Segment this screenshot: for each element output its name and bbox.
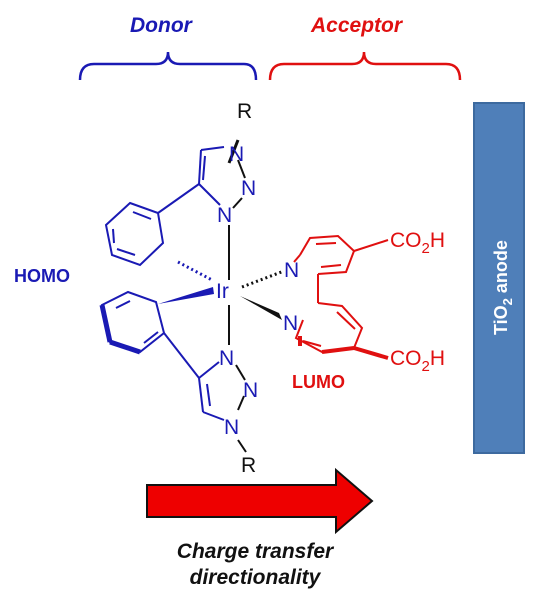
- acceptor-header: Acceptor: [310, 14, 404, 37]
- acceptor-bracket: [268, 51, 462, 81]
- donor-header: Donor: [130, 14, 194, 37]
- ir-n-hashed-bond: [241, 269, 285, 289]
- n-bpy-lower: N: [283, 312, 298, 335]
- anode-bar: [473, 102, 525, 454]
- carboxyl-lower: CO2H: [390, 347, 445, 375]
- n2-lower: N: [243, 379, 258, 402]
- lower-phenyl: [99, 287, 214, 379]
- lumo-label: LUMO: [292, 372, 345, 392]
- footer-line-2: directionality: [190, 566, 322, 589]
- upper-triazole: [198, 139, 246, 280]
- bipyridine: [293, 234, 389, 360]
- ir-n-wedge-bond: [240, 296, 282, 320]
- carboxyl-upper: CO2H: [390, 229, 445, 257]
- r-upper: R: [237, 100, 252, 123]
- n3-lower: N: [224, 416, 239, 439]
- lower-triazole: [198, 305, 247, 453]
- n1-lower: N: [219, 347, 234, 370]
- r-lower: R: [241, 454, 256, 477]
- anode-label: TiO2 anode: [491, 240, 515, 335]
- iridium-atom: Ir: [216, 280, 229, 303]
- n-bpy-upper: N: [284, 259, 299, 282]
- charge-transfer-arrow: [146, 467, 374, 535]
- upper-phenyl: [104, 183, 213, 282]
- donor-bracket: [78, 51, 258, 81]
- homo-label: HOMO: [14, 266, 70, 286]
- n3-upper: N: [217, 204, 232, 227]
- footer-line-1: Charge transfer: [177, 540, 335, 563]
- n2-upper: N: [241, 177, 256, 200]
- n1-upper: N: [229, 143, 244, 166]
